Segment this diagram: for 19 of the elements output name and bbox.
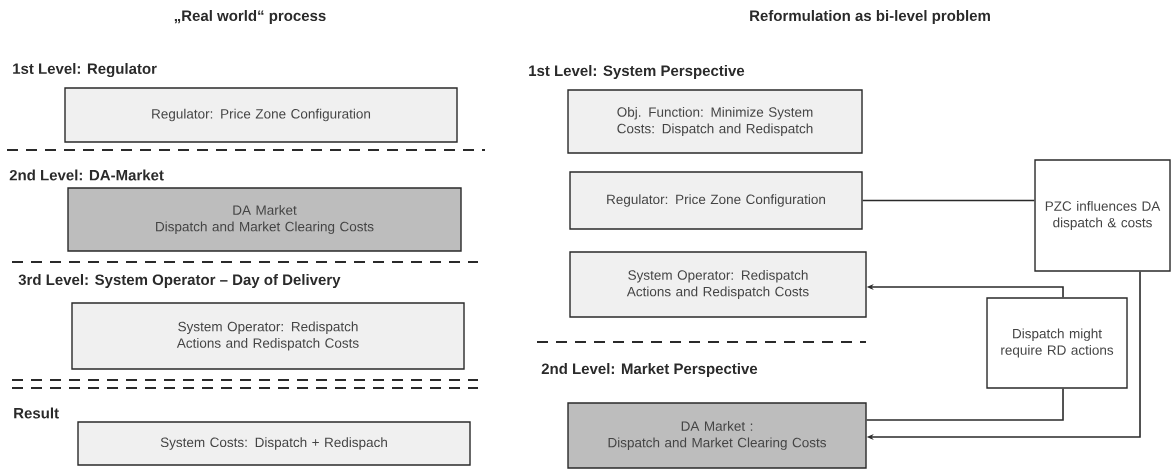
process-box: System Operator: Redispatch Actions and Redispatch Costs (569, 251, 867, 318)
process-box: System Operator: Redispatch Actions and Redispatch Costs (71, 302, 465, 370)
note-box: PZC influences DA dispatch & costs (1034, 159, 1171, 272)
level-heading: 1st Level: Regulator (13, 63, 157, 78)
process-box: System Costs: Dispatch + Redispach (77, 421, 471, 466)
process-box: Regulator: Price Zone Configuration (569, 171, 863, 230)
process-box: DA Market : Dispatch and Market Clearing Costs (567, 402, 867, 469)
level-heading: 3rd Level: System Operator – Day of Delivery (18, 274, 341, 288)
column-heading: „Real world“ process (174, 10, 326, 24)
level-heading: 2nd Level: DA-Market (9, 169, 164, 181)
connector (865, 387, 1064, 421)
process-box: Obj. Function: Minimize System Costs: Dispatch and Redispatch (567, 89, 863, 154)
process-box: Regulator: Price Zone Configuration (64, 87, 458, 143)
note-box: Dispatch might require RD actions (986, 297, 1128, 389)
level-heading: Result (14, 407, 59, 419)
process-box: DA Market Dispatch and Market Clearing Costs (67, 187, 462, 252)
connector (861, 199, 1036, 202)
level-heading: 2nd Level: Market Perspective (541, 363, 758, 377)
column-heading: Reformulation as bi-level problem (750, 10, 990, 24)
